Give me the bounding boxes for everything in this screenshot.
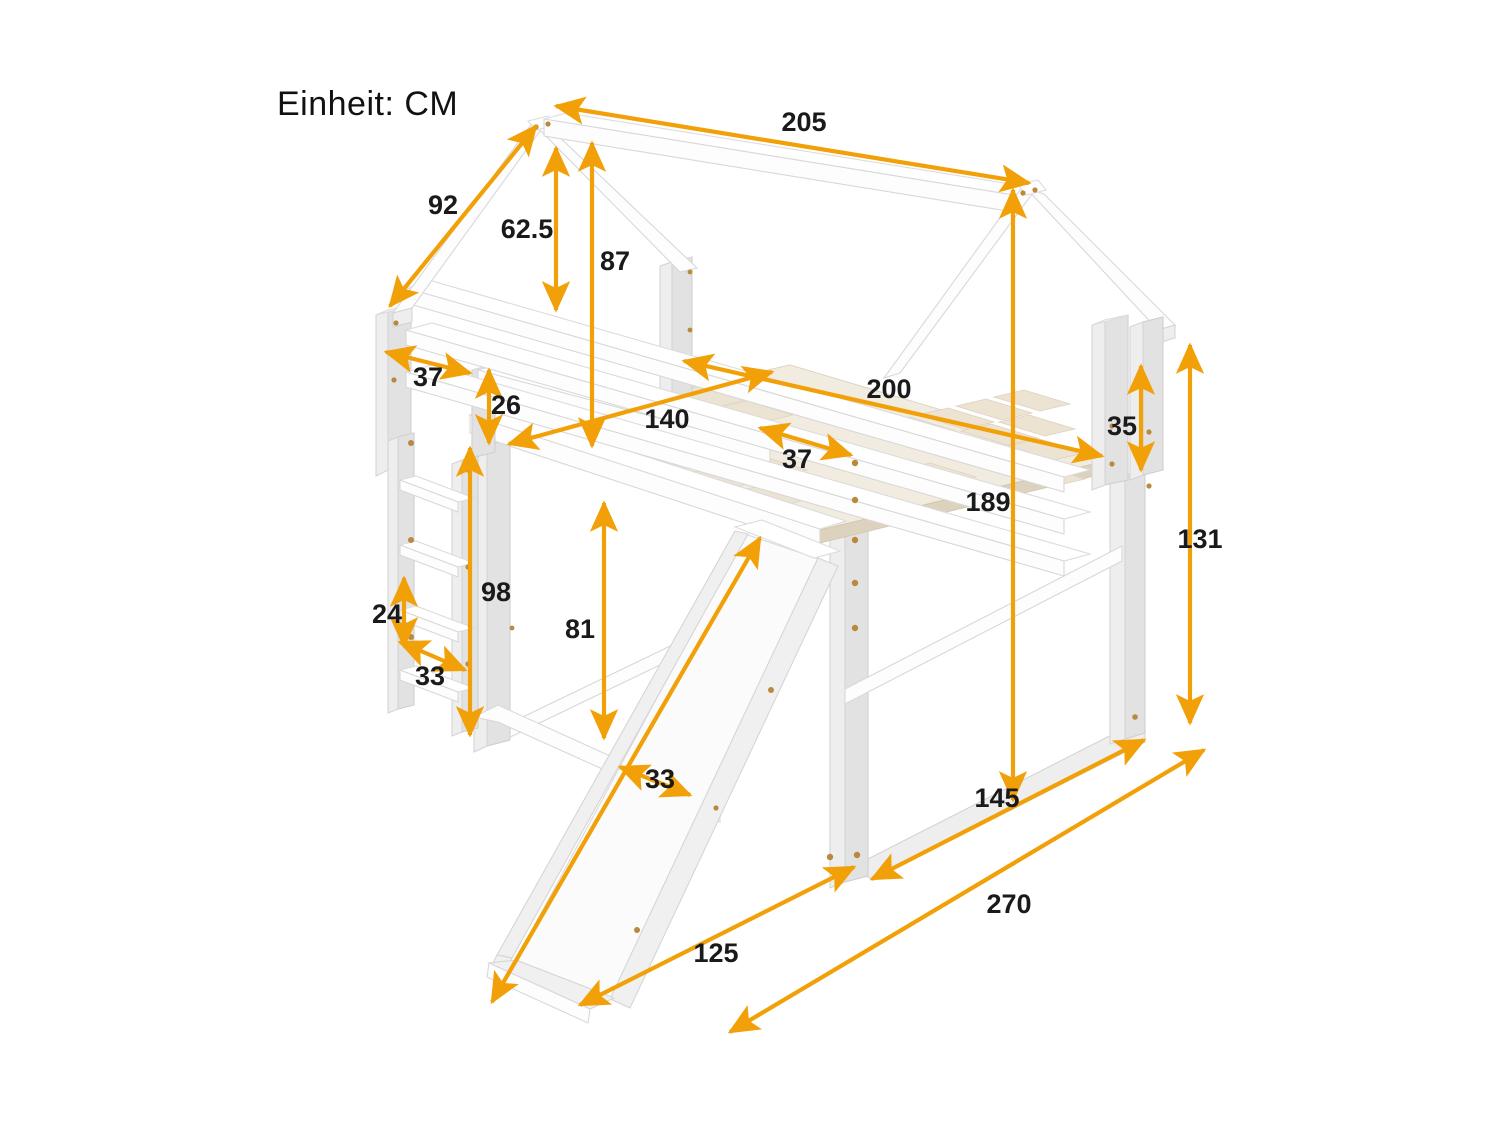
dim-line-37-right (757, 422, 854, 461)
dim-label-81: 81 (565, 614, 595, 644)
dimension-annotations (383, 96, 1207, 1034)
dim-label-26: 26 (491, 390, 521, 420)
dim-line-37-left (383, 345, 473, 380)
dim-label-87: 87 (600, 246, 630, 276)
dim-label-131: 131 (1177, 524, 1222, 554)
dim-label-270: 270 (986, 889, 1031, 919)
dim-line-200 (681, 353, 1105, 464)
right-end-post (1129, 316, 1164, 481)
dim-line-205 (553, 96, 1032, 193)
unit-label: Einheit: CM (277, 85, 458, 123)
dim-label-200: 200 (866, 374, 911, 404)
dim-line-slide-length (490, 535, 762, 1005)
dim-line-270 (727, 748, 1207, 1034)
dim-label-205: 205 (781, 107, 826, 137)
dim-label-189: 189 (965, 487, 1010, 517)
dim-label-98: 98 (481, 577, 511, 607)
dim-label-24: 24 (372, 599, 402, 629)
dim-label-35: 35 (1107, 411, 1137, 441)
dim-label-145: 145 (974, 783, 1019, 813)
dim-line-92 (388, 123, 538, 309)
dim-label-140: 140 (644, 404, 689, 434)
dim-label-37b: 37 (782, 444, 812, 474)
dim-label-33b: 33 (645, 764, 675, 794)
dim-label-37a: 37 (413, 362, 443, 392)
dim-label-33a: 33 (415, 661, 445, 691)
dimension-labels: Einheit: CM 205 92 62.5 87 37 26 140 200… (277, 85, 1223, 968)
dim-label-62-5: 62.5 (501, 214, 554, 244)
dim-line-33-ladder (397, 640, 468, 672)
dim-label-125: 125 (693, 938, 738, 968)
dim-label-92: 92 (428, 190, 458, 220)
